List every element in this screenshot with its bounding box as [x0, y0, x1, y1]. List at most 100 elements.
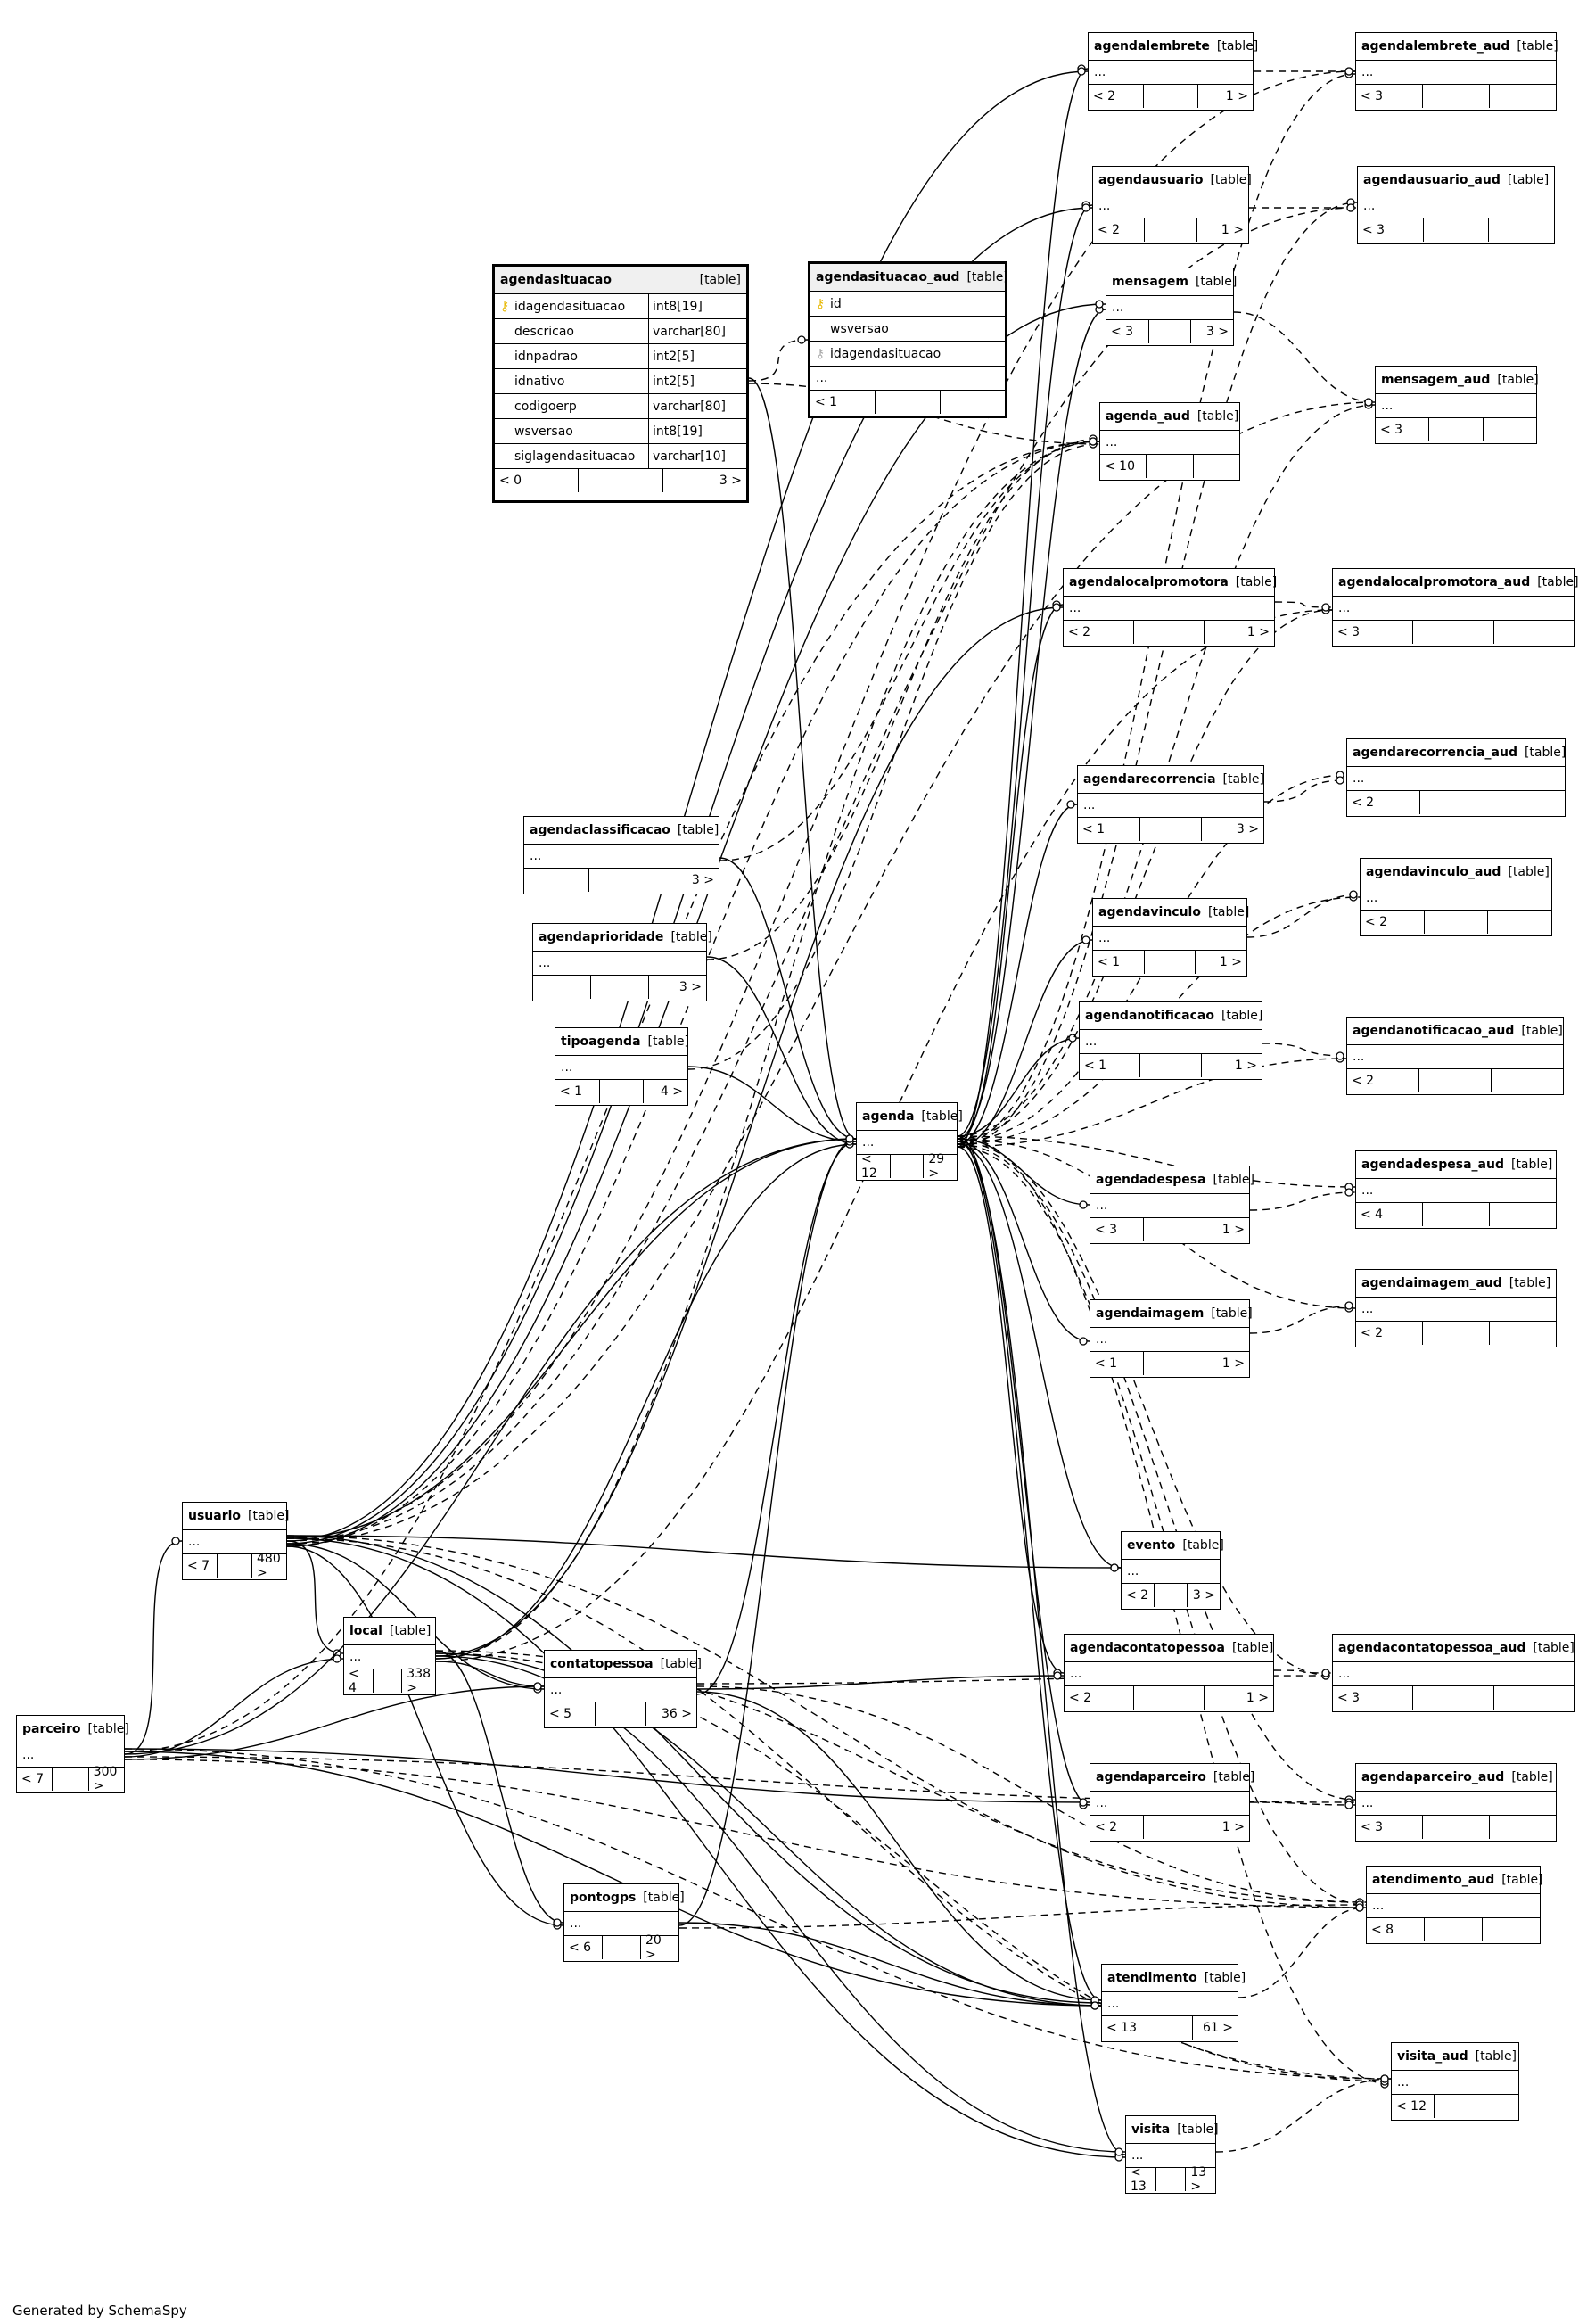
count-spacer[interactable] [602, 1936, 640, 1959]
count-spacer[interactable] [595, 1702, 645, 1726]
more-columns[interactable]: ... [1376, 394, 1536, 418]
table-name[interactable]: agendavinculo [1098, 905, 1201, 919]
count-spacer[interactable] [889, 1155, 924, 1178]
table-name[interactable]: agendaprioridade [539, 930, 664, 944]
more-columns[interactable]: ... [533, 952, 706, 976]
count-spacer[interactable] [1418, 791, 1492, 814]
parent-count[interactable]: < 2 [1352, 1074, 1375, 1088]
parent-count[interactable]: < 4 [349, 1667, 359, 1695]
table-agendarecorrencia-aud[interactable]: agendarecorrencia_aud[table]...< 2 [1346, 738, 1566, 817]
more-columns[interactable]: ... [183, 1530, 286, 1554]
table-name[interactable]: agendanotificacao_aud [1353, 1024, 1515, 1038]
table-agendanotificacao-aud[interactable]: agendanotificacao_aud[table]...< 2 [1346, 1017, 1564, 1095]
more-columns[interactable]: ... [1358, 194, 1554, 218]
parent-count[interactable]: < 3 [1362, 223, 1386, 237]
more-columns[interactable]: ... [545, 1678, 696, 1702]
child-count[interactable]: 1 > [1196, 218, 1248, 242]
count-spacer[interactable] [1423, 911, 1488, 934]
count-spacer[interactable] [1422, 85, 1489, 108]
table-name[interactable]: agendaimagem [1096, 1306, 1205, 1321]
table-agendadespesa-aud[interactable]: agendadespesa_aud[table]...< 4 [1355, 1150, 1557, 1229]
count-spacer[interactable] [1412, 621, 1492, 644]
parent-count[interactable]: < 3 [1111, 325, 1134, 339]
more-columns[interactable]: ... [17, 1743, 124, 1768]
more-columns[interactable]: ... [1080, 1030, 1262, 1054]
more-columns[interactable]: ... [1106, 296, 1233, 320]
child-count[interactable] [940, 391, 1005, 414]
more-columns[interactable]: ... [344, 1645, 435, 1669]
table-name[interactable]: agendarecorrencia_aud [1353, 746, 1517, 760]
more-columns[interactable]: ... [1367, 1894, 1540, 1918]
parent-count[interactable]: < 12 [861, 1152, 877, 1181]
parent-count[interactable]: < 2 [1093, 89, 1116, 103]
parent-count[interactable]: < 2 [1361, 1326, 1384, 1340]
table-name[interactable]: contatopessoa [550, 1657, 654, 1671]
count-spacer[interactable] [875, 391, 940, 414]
parent-count[interactable]: < 10 [1105, 459, 1135, 474]
table-name[interactable]: visita [1131, 2122, 1171, 2137]
child-count[interactable] [1487, 911, 1551, 934]
table-agendaparceiro-aud[interactable]: agendaparceiro_aud[table]...< 3 [1355, 1763, 1557, 1842]
child-count[interactable]: 1 > [1196, 1352, 1249, 1375]
count-spacer[interactable] [1428, 418, 1482, 441]
table-atendimento-aud[interactable]: atendimento_aud[table]...< 8 [1366, 1866, 1543, 1944]
child-count[interactable] [1492, 1686, 1574, 1710]
parent-count[interactable]: < 12 [1396, 2099, 1427, 2114]
parent-count[interactable]: < 6 [569, 1941, 592, 1955]
table-name[interactable]: agendaparceiro [1096, 1770, 1206, 1784]
child-count[interactable]: 1 > [1200, 1054, 1262, 1077]
table-visita-aud[interactable]: visita_aud[table]...< 12 [1391, 2042, 1519, 2121]
more-columns[interactable]: ... [1078, 794, 1263, 818]
parent-count[interactable]: < 8 [1371, 1923, 1394, 1937]
table-name[interactable]: agenda_aud [1106, 409, 1190, 424]
table-name[interactable]: agendanotificacao [1085, 1009, 1214, 1023]
table-name[interactable]: visita_aud [1397, 2049, 1468, 2064]
count-spacer[interactable] [588, 869, 654, 892]
more-columns[interactable]: ... [1090, 1194, 1249, 1218]
more-columns[interactable]: ... [555, 1056, 687, 1080]
more-columns[interactable]: ... [1356, 61, 1556, 85]
table-name[interactable]: agendadespesa_aud [1361, 1158, 1504, 1172]
count-spacer[interactable] [372, 1669, 402, 1693]
table-agenda-aud[interactable]: agenda_aud[table]...< 10 [1099, 402, 1240, 481]
parent-count[interactable]: < 1 [1082, 822, 1106, 836]
count-spacer[interactable] [1422, 218, 1489, 242]
parent-count[interactable]: < 7 [187, 1559, 210, 1573]
parent-count[interactable]: < 2 [1068, 625, 1091, 639]
child-count[interactable]: 300 > [87, 1765, 124, 1793]
child-count[interactable]: 13 > [1185, 2165, 1215, 2194]
child-count[interactable]: 1 > [1196, 1218, 1249, 1241]
table-agendacontatopessoa-aud[interactable]: agendacontatopessoa_aud[table]...< 3 [1332, 1634, 1575, 1712]
more-columns[interactable]: ... [1089, 61, 1253, 85]
table-agendavinculo-aud[interactable]: agendavinculo_aud[table]...< 2 [1360, 858, 1552, 936]
table-name[interactable]: agendadespesa [1096, 1173, 1206, 1187]
parent-count[interactable]: < 2 [1098, 223, 1121, 237]
count-spacer[interactable] [1422, 1816, 1489, 1839]
more-columns[interactable]: ... [1356, 1792, 1556, 1816]
count-spacer[interactable] [1143, 951, 1196, 974]
count-spacer[interactable] [1433, 2095, 1476, 2118]
child-count[interactable] [1476, 2095, 1518, 2118]
parent-count[interactable]: < 2 [1365, 915, 1388, 929]
more-columns[interactable]: ... [1347, 1045, 1563, 1069]
parent-count[interactable]: < 3 [1361, 1820, 1384, 1834]
count-spacer[interactable] [578, 469, 662, 492]
count-spacer[interactable] [598, 1080, 644, 1103]
parent-count[interactable]: < 3 [1095, 1223, 1118, 1237]
count-spacer[interactable] [1155, 2168, 1186, 2191]
table-name[interactable]: agendasituacao [500, 273, 613, 287]
more-columns[interactable]: ... [1090, 1328, 1249, 1352]
count-spacer[interactable] [1422, 1203, 1489, 1226]
child-count[interactable]: 1 > [1203, 1686, 1273, 1710]
parent-count[interactable]: < 13 [1106, 2021, 1137, 2035]
count-spacer[interactable] [1142, 1352, 1196, 1375]
child-count[interactable]: 3 > [648, 976, 706, 999]
